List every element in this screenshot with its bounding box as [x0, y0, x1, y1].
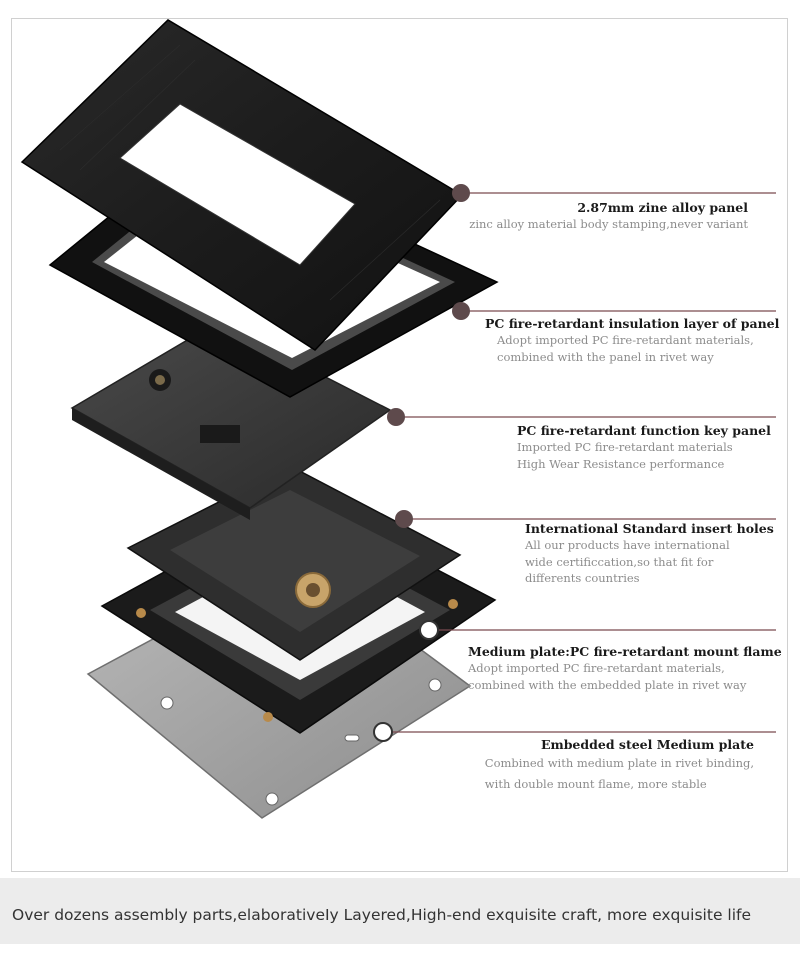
- callout-description: differents countries: [525, 571, 640, 585]
- footer-banner: Over dozens assembly parts,elaborativeIy…: [0, 878, 800, 944]
- callout-description: with double mount flame, more stable: [484, 777, 707, 791]
- exploded-socket-illustration: [20, 19, 776, 819]
- callout-marker-6: [373, 722, 393, 742]
- callout-description: combined with the embedded plate in rive…: [468, 677, 747, 692]
- callout-description: combined with the panel in rivet way: [497, 349, 714, 364]
- callout-title: PC fire-retardant insulation layer of pa…: [485, 316, 780, 331]
- callout-description: Adopt imported PC fire-retardant materia…: [468, 661, 725, 675]
- callout-description: Imported PC fire-retardant materials: [517, 440, 733, 454]
- callout-steel-plate: Embedded steel Medium plate Combined wit…: [485, 737, 754, 795]
- callout-description: Combined with medium plate in rivet bind…: [484, 756, 754, 770]
- callout-insulation-layer: PC fire-retardant insulation layer of pa…: [485, 316, 779, 365]
- callout-description: Adopt imported PC fire-retardant materia…: [497, 333, 754, 347]
- callout-description: wide certificcation,so that fit for: [525, 554, 714, 569]
- callout-title: Medium plate:PC fire-retardant mount fla…: [468, 644, 782, 659]
- callout-marker-4: [395, 510, 413, 528]
- callout-title: PC fire-retardant function key panel: [517, 423, 771, 438]
- callout-insert-holes: International Standard insert holes All …: [525, 521, 774, 587]
- callout-title: 2.87mm zine alloy panel: [577, 200, 748, 215]
- callout-title: International Standard insert holes: [525, 521, 774, 536]
- callout-function-key-panel: PC fire-retardant function key panel Imp…: [517, 423, 771, 472]
- callout-description: All our products have international: [525, 538, 730, 552]
- callout-zinc-alloy-panel: 2.87mm zine alloy panel zinc alloy mater…: [469, 200, 748, 233]
- callout-marker-1: [452, 184, 470, 202]
- callout-marker-3: [387, 408, 405, 426]
- callout-marker-2: [452, 302, 470, 320]
- function-key-panel-layer: [70, 321, 392, 520]
- callout-marker-5: [419, 620, 439, 640]
- callout-mount-frame: Medium plate:PC fire-retardant mount fla…: [468, 644, 782, 693]
- callout-leaders: [373, 184, 776, 742]
- callout-description: zinc alloy material body stamping,never …: [469, 217, 748, 231]
- footer-tagline: Over dozens assembly parts,elaborativeIy…: [12, 906, 752, 924]
- callout-description: High Wear Resistance performance: [517, 456, 725, 471]
- callout-title: Embedded steel Medium plate: [540, 737, 754, 752]
